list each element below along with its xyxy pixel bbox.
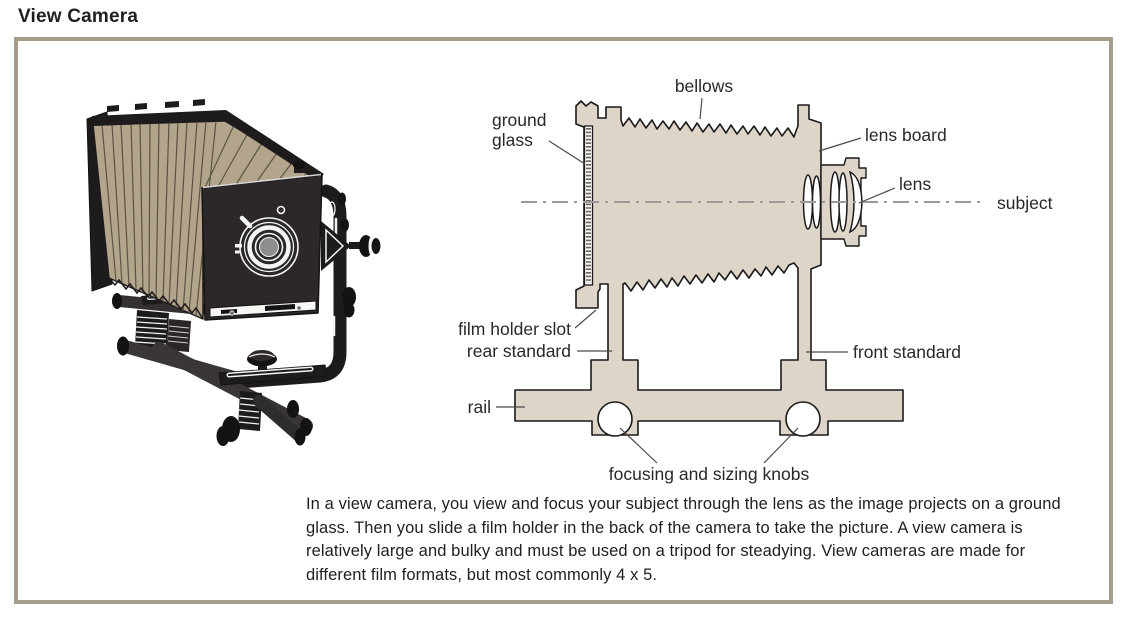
- label-bellows: bellows: [675, 76, 734, 96]
- label-film-holder-slot: film holder slot: [458, 319, 571, 339]
- view-camera-schematic: bellows ground glass lens board lens sub…: [458, 76, 1053, 484]
- label-glass: glass: [492, 130, 533, 150]
- figure-caption: In a view camera, you view and focus you…: [306, 495, 1061, 584]
- top-band: [92, 99, 324, 181]
- label-front-standard: front standard: [853, 342, 961, 362]
- label-lens: lens: [899, 174, 931, 194]
- support-bracket: [219, 184, 356, 390]
- label-subject: subject: [997, 193, 1053, 213]
- front-standard-panel: [201, 161, 323, 321]
- film-back-clips: [209, 300, 317, 318]
- sliding-plate: [218, 350, 328, 386]
- focus-gear-block: [134, 310, 191, 352]
- leader-lines: [496, 97, 896, 464]
- view-camera-illustration: [86, 99, 381, 446]
- label-rail: rail: [468, 397, 491, 417]
- schematic-body: [514, 100, 904, 436]
- label-rear-standard: rear standard: [467, 341, 571, 361]
- label-ground: ground: [492, 110, 547, 130]
- side-knob-mount: [321, 221, 381, 271]
- focusing-knob-front: [785, 401, 821, 437]
- bottom-assembly: [216, 391, 306, 446]
- lens-rings: [235, 205, 299, 277]
- page-title: View Camera: [18, 6, 139, 27]
- figure-box: bellows ground glass lens board lens sub…: [14, 37, 1113, 604]
- ground-glass-strip: [583, 125, 594, 286]
- focusing-knob-rear: [597, 401, 633, 437]
- label-lens-board: lens board: [865, 125, 947, 145]
- label-focusing-knobs: focusing and sizing knobs: [609, 464, 810, 484]
